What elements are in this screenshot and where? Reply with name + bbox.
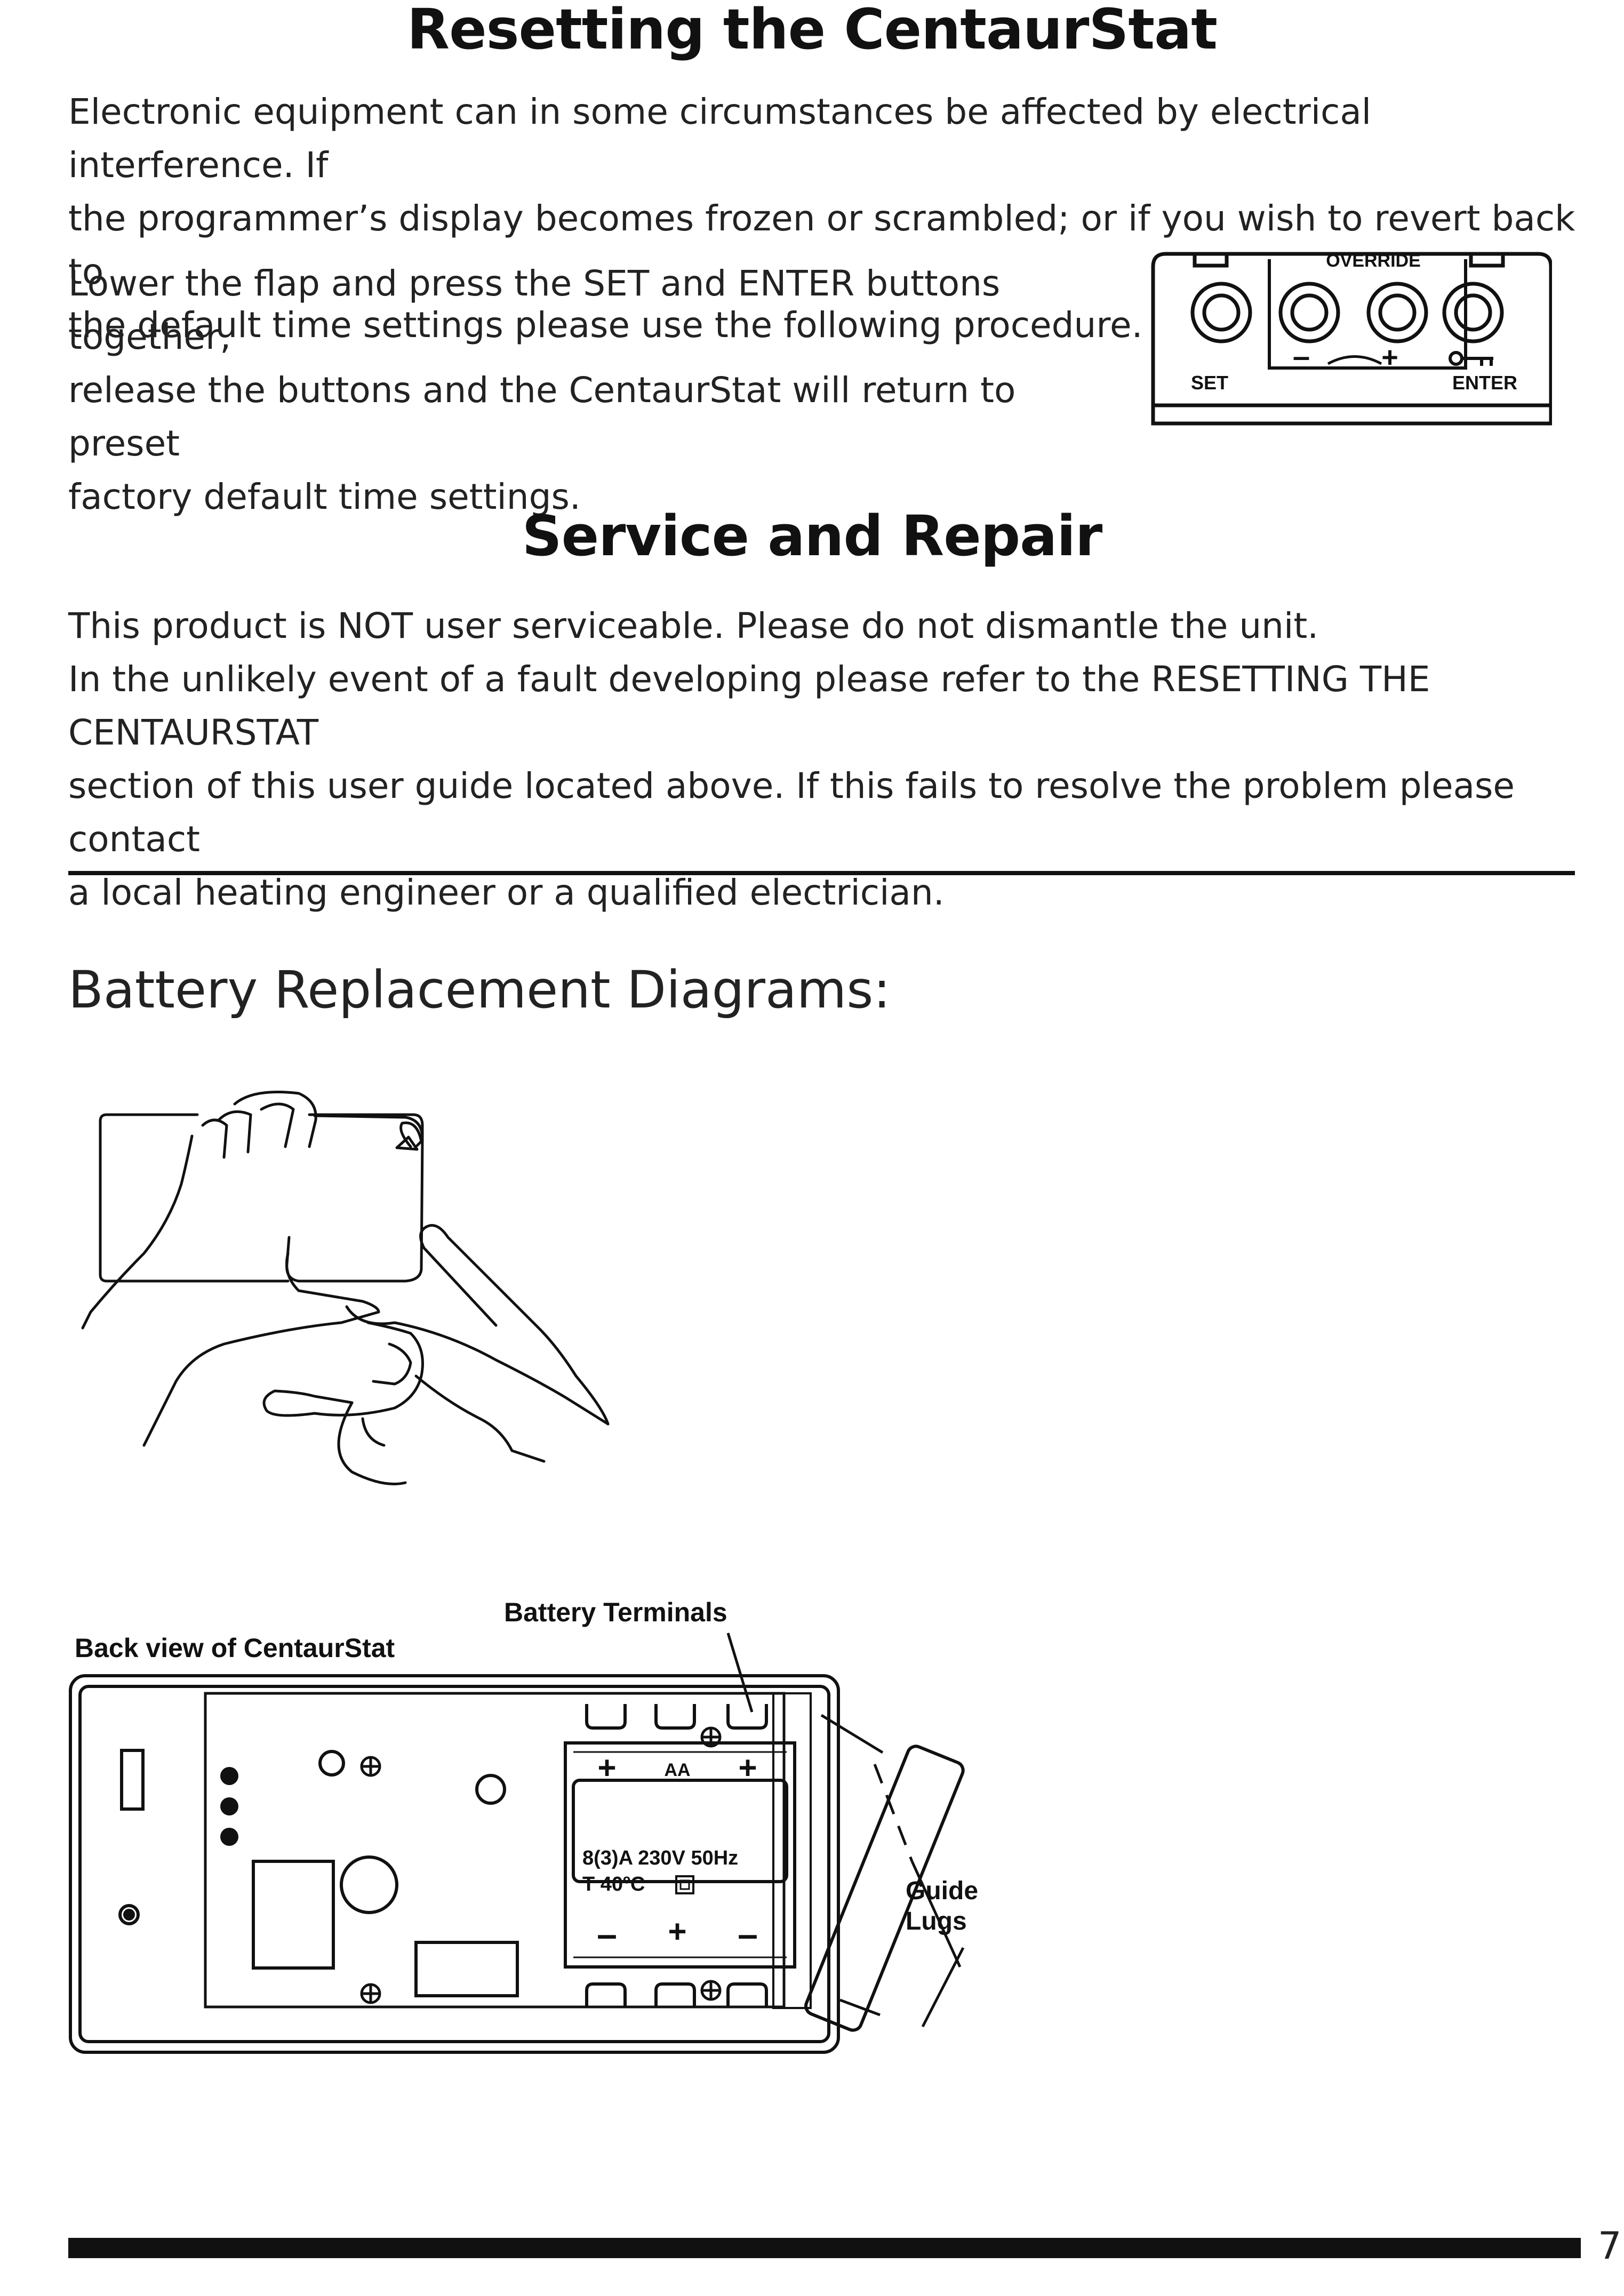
aa-label: AA xyxy=(664,1760,690,1780)
battery-terminals-label: Battery Terminals xyxy=(504,1597,727,1627)
back-view-diagram: Back view of CentaurStat Battery Termina… xyxy=(69,1597,978,2054)
text-line: release the buttons and the CentaurStat … xyxy=(68,370,1016,464)
text-line: This product is NOT user serviceable. Pl… xyxy=(68,605,1319,646)
set-button xyxy=(1190,282,1252,343)
text-line: section of this user guide located above… xyxy=(68,765,1515,860)
plus-label: + xyxy=(1381,341,1398,373)
footer-bar xyxy=(68,2238,1581,2258)
rating-line-2: T 40ºC xyxy=(582,1873,645,1895)
enter-label: ENTER xyxy=(1452,372,1517,394)
service-heading: Service and Repair xyxy=(522,503,1103,569)
control-panel-diagram: OVERRIDE – + SET ENTER xyxy=(1151,251,1552,426)
section-divider xyxy=(68,871,1575,875)
rating-line-1: 8(3)A 230V 50Hz xyxy=(582,1847,738,1869)
guide-lugs-label: Lugs xyxy=(906,1907,967,1935)
enter-button xyxy=(1442,282,1504,343)
back-view-label: Back view of CentaurStat xyxy=(75,1633,395,1663)
battery-compartment: + AA + 8(3)A 230V 50Hz T 40ºC – + – xyxy=(564,1741,796,1969)
reset-intro-paragraph: Electronic equipment can in some circums… xyxy=(68,85,1604,352)
service-paragraph: This product is NOT user serviceable. Pl… xyxy=(68,599,1604,919)
reset-heading: Resetting the CentaurStat xyxy=(407,0,1218,62)
plus-icon: + xyxy=(597,1750,616,1786)
text-line: Lower the flap and press the SET and ENT… xyxy=(68,263,1001,357)
reset-instruction-paragraph: Lower the flap and press the SET and ENT… xyxy=(68,257,1135,524)
page-number: 7 xyxy=(1598,2224,1622,2268)
plus-icon: + xyxy=(738,1750,757,1786)
text-line: In the unlikely event of a fault develop… xyxy=(68,659,1430,753)
battery-heading: Battery Replacement Diagrams: xyxy=(68,960,891,1020)
guide-lugs-label: Guide xyxy=(906,1877,978,1905)
minus-icon: – xyxy=(597,1914,617,1955)
set-label: SET xyxy=(1191,372,1228,394)
minus-icon: – xyxy=(738,1914,758,1955)
text-line: the default time settings please use the… xyxy=(68,305,1143,346)
screw-icon xyxy=(360,1726,722,2004)
override-plus-button xyxy=(1366,282,1428,343)
minus-label: – xyxy=(1293,339,1310,374)
text-line: factory default time settings. xyxy=(68,476,581,517)
override-minus-button xyxy=(1278,282,1340,343)
battery-terminals xyxy=(585,1704,768,2008)
key-icon xyxy=(1449,351,1493,366)
plus-icon: + xyxy=(668,1914,686,1949)
flap-cover xyxy=(804,1745,965,2032)
override-label: OVERRIDE xyxy=(1326,251,1421,271)
text-line: a local heating engineer or a qualified … xyxy=(68,872,945,913)
flap-opening-illustration xyxy=(81,1091,610,1485)
text-line: Electronic equipment can in some circums… xyxy=(68,91,1372,186)
text-line: the programmer’s display becomes frozen … xyxy=(68,198,1575,292)
